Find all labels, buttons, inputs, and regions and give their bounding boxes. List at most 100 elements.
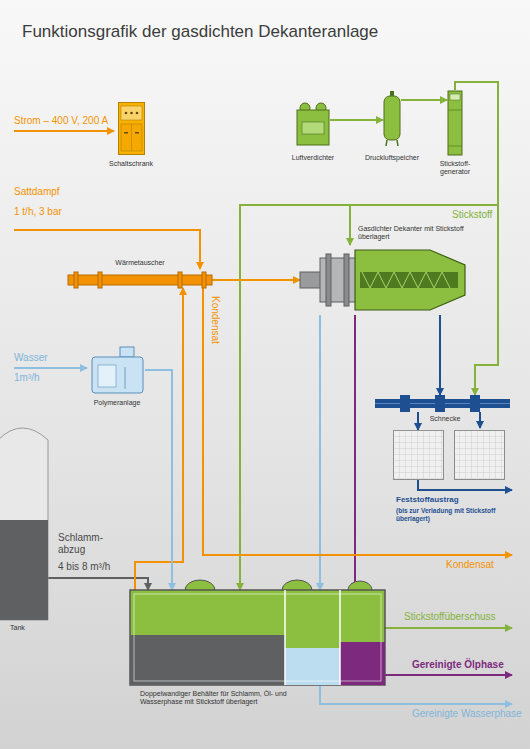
unit-icon	[296, 102, 330, 146]
label-holder: Stickstoffüberschuss	[404, 611, 524, 623]
label-holder: Doppelwandiger Behälter für Schlamm, Öl-…	[140, 690, 315, 707]
label-holder: Wärmetauscher	[100, 259, 180, 267]
drawing-part	[384, 96, 400, 140]
unit-label: Schaltschrank	[96, 160, 166, 168]
label-holder: Luftverdichter	[278, 154, 348, 162]
drawing-part	[125, 112, 128, 115]
drawing-part	[435, 395, 445, 412]
drawing-part	[98, 272, 102, 288]
drawing-part	[340, 642, 385, 685]
flow-label: Kondensat	[446, 559, 516, 571]
unit-icon	[90, 345, 145, 395]
flow-label: Schlamm- abzug	[58, 532, 112, 556]
drawing-part	[339, 590, 341, 685]
unit-label: Luftverdichter	[278, 154, 348, 162]
drawing-part	[135, 132, 139, 134]
flow-connector	[212, 279, 300, 281]
plant-unit: Doppelwandiger Behälter für Schlamm, Öl-…	[130, 590, 385, 685]
title-holder: Funktionsgrafik der gasdichten Dekantera…	[22, 22, 512, 42]
nitrogen-excess	[385, 627, 512, 629]
unit-icon	[383, 90, 401, 146]
label-holder: Stickstoff- generator	[428, 160, 482, 177]
drawing-part	[0, 520, 48, 620]
oil-output	[385, 674, 512, 676]
unit-label: Doppelwandiger Behälter für Schlamm, Öl-…	[140, 690, 315, 707]
drawing-part	[74, 272, 78, 288]
drawing-part	[386, 140, 387, 146]
label-holder: Schnecke	[420, 415, 470, 423]
drawing-part	[178, 272, 182, 288]
flow-label: 1m³/h	[14, 372, 84, 384]
drawing-part	[400, 395, 410, 412]
unit-label: Tank	[10, 624, 50, 632]
flow-connector	[401, 99, 447, 101]
label-holder: Sattdampf	[14, 186, 114, 198]
drawing-part	[136, 112, 139, 115]
flow-label: Wasser	[14, 352, 84, 364]
drawing-part	[0, 428, 48, 620]
plant-unit: Wärmetauscher	[68, 272, 212, 288]
drawing-part	[284, 590, 286, 685]
water-output	[320, 685, 512, 704]
unit-label: Feststoffaustrag	[396, 495, 516, 505]
label-holder: Gereinigte Wasserphase	[412, 708, 528, 720]
unit-icon	[300, 245, 465, 315]
flow-label: Strom – 400 V, 200 A	[14, 115, 134, 127]
label-holder: Wasser	[14, 352, 84, 364]
title: Funktionsgrafik der gasdichten Dekantera…	[22, 22, 512, 42]
label-holder: Schaltschrank	[96, 160, 166, 168]
flow-connector	[145, 370, 172, 590]
drawing-part	[121, 106, 142, 120]
plant-unit: Luftverdichter	[296, 102, 330, 146]
flow-label: 4 bis 8 m³/h	[58, 561, 128, 573]
unit-icon	[68, 272, 212, 288]
drawing-part	[119, 103, 145, 155]
plant-unit: Polymeranlage	[90, 345, 145, 395]
flow-connector	[350, 82, 498, 245]
drawing-part	[285, 648, 340, 685]
flow-connector	[319, 315, 321, 590]
flow-label: Gereinigte Ölphase	[412, 659, 527, 671]
drawing-part	[450, 94, 460, 100]
unit-icon	[447, 90, 463, 156]
drawing-part	[92, 357, 143, 393]
flow-connector	[48, 578, 148, 590]
unit-icon	[130, 590, 385, 685]
solids-output	[418, 480, 512, 490]
drawing-part	[297, 110, 329, 145]
drawing-part	[344, 254, 349, 306]
unit-label: Gasdichter Dekanter mit Stickstoff überl…	[358, 225, 468, 242]
flow-connector	[354, 315, 356, 590]
water-line	[14, 367, 87, 369]
flow-label: Kondensat	[209, 296, 221, 366]
unit-icon	[375, 395, 510, 412]
label-holder: Strom – 400 V, 200 A	[14, 115, 134, 127]
drawing-part	[202, 272, 206, 288]
label-holder: Feststoffaustrag	[396, 495, 516, 505]
label-holder: Kondensat	[209, 296, 221, 366]
label-holder: Schlamm- abzug	[58, 532, 112, 556]
drawing-part	[397, 140, 398, 146]
flow-label: Gereinigte Wasserphase	[412, 708, 528, 720]
label-holder: 1 t/h, 3 bar	[14, 206, 114, 218]
label-holder: Kondensat	[446, 559, 516, 571]
steam-line	[14, 230, 200, 269]
drawing-part	[348, 581, 372, 590]
drawing-part	[326, 254, 331, 306]
label-holder: Stickstoff	[452, 209, 522, 221]
flow-connector	[417, 412, 419, 430]
drawing-part	[121, 124, 142, 151]
plant-unit: Druckluftspeicher	[383, 90, 401, 146]
drawing-part	[130, 112, 133, 115]
unit-label: Schnecke	[420, 415, 470, 423]
drawing-part	[360, 272, 458, 288]
condensate-line	[203, 288, 512, 555]
unit-label: (bis zur Verladung mit Stickstoff überla…	[396, 507, 506, 523]
plant-unit: Schaltschrank	[118, 102, 145, 155]
label-holder: Polymeranlage	[77, 399, 157, 407]
flow-connector	[135, 288, 183, 590]
drawing-part	[282, 580, 312, 590]
label-holder: 4 bis 8 m³/h	[58, 561, 128, 573]
drawing-part	[124, 132, 128, 134]
drawing-part	[134, 594, 381, 681]
